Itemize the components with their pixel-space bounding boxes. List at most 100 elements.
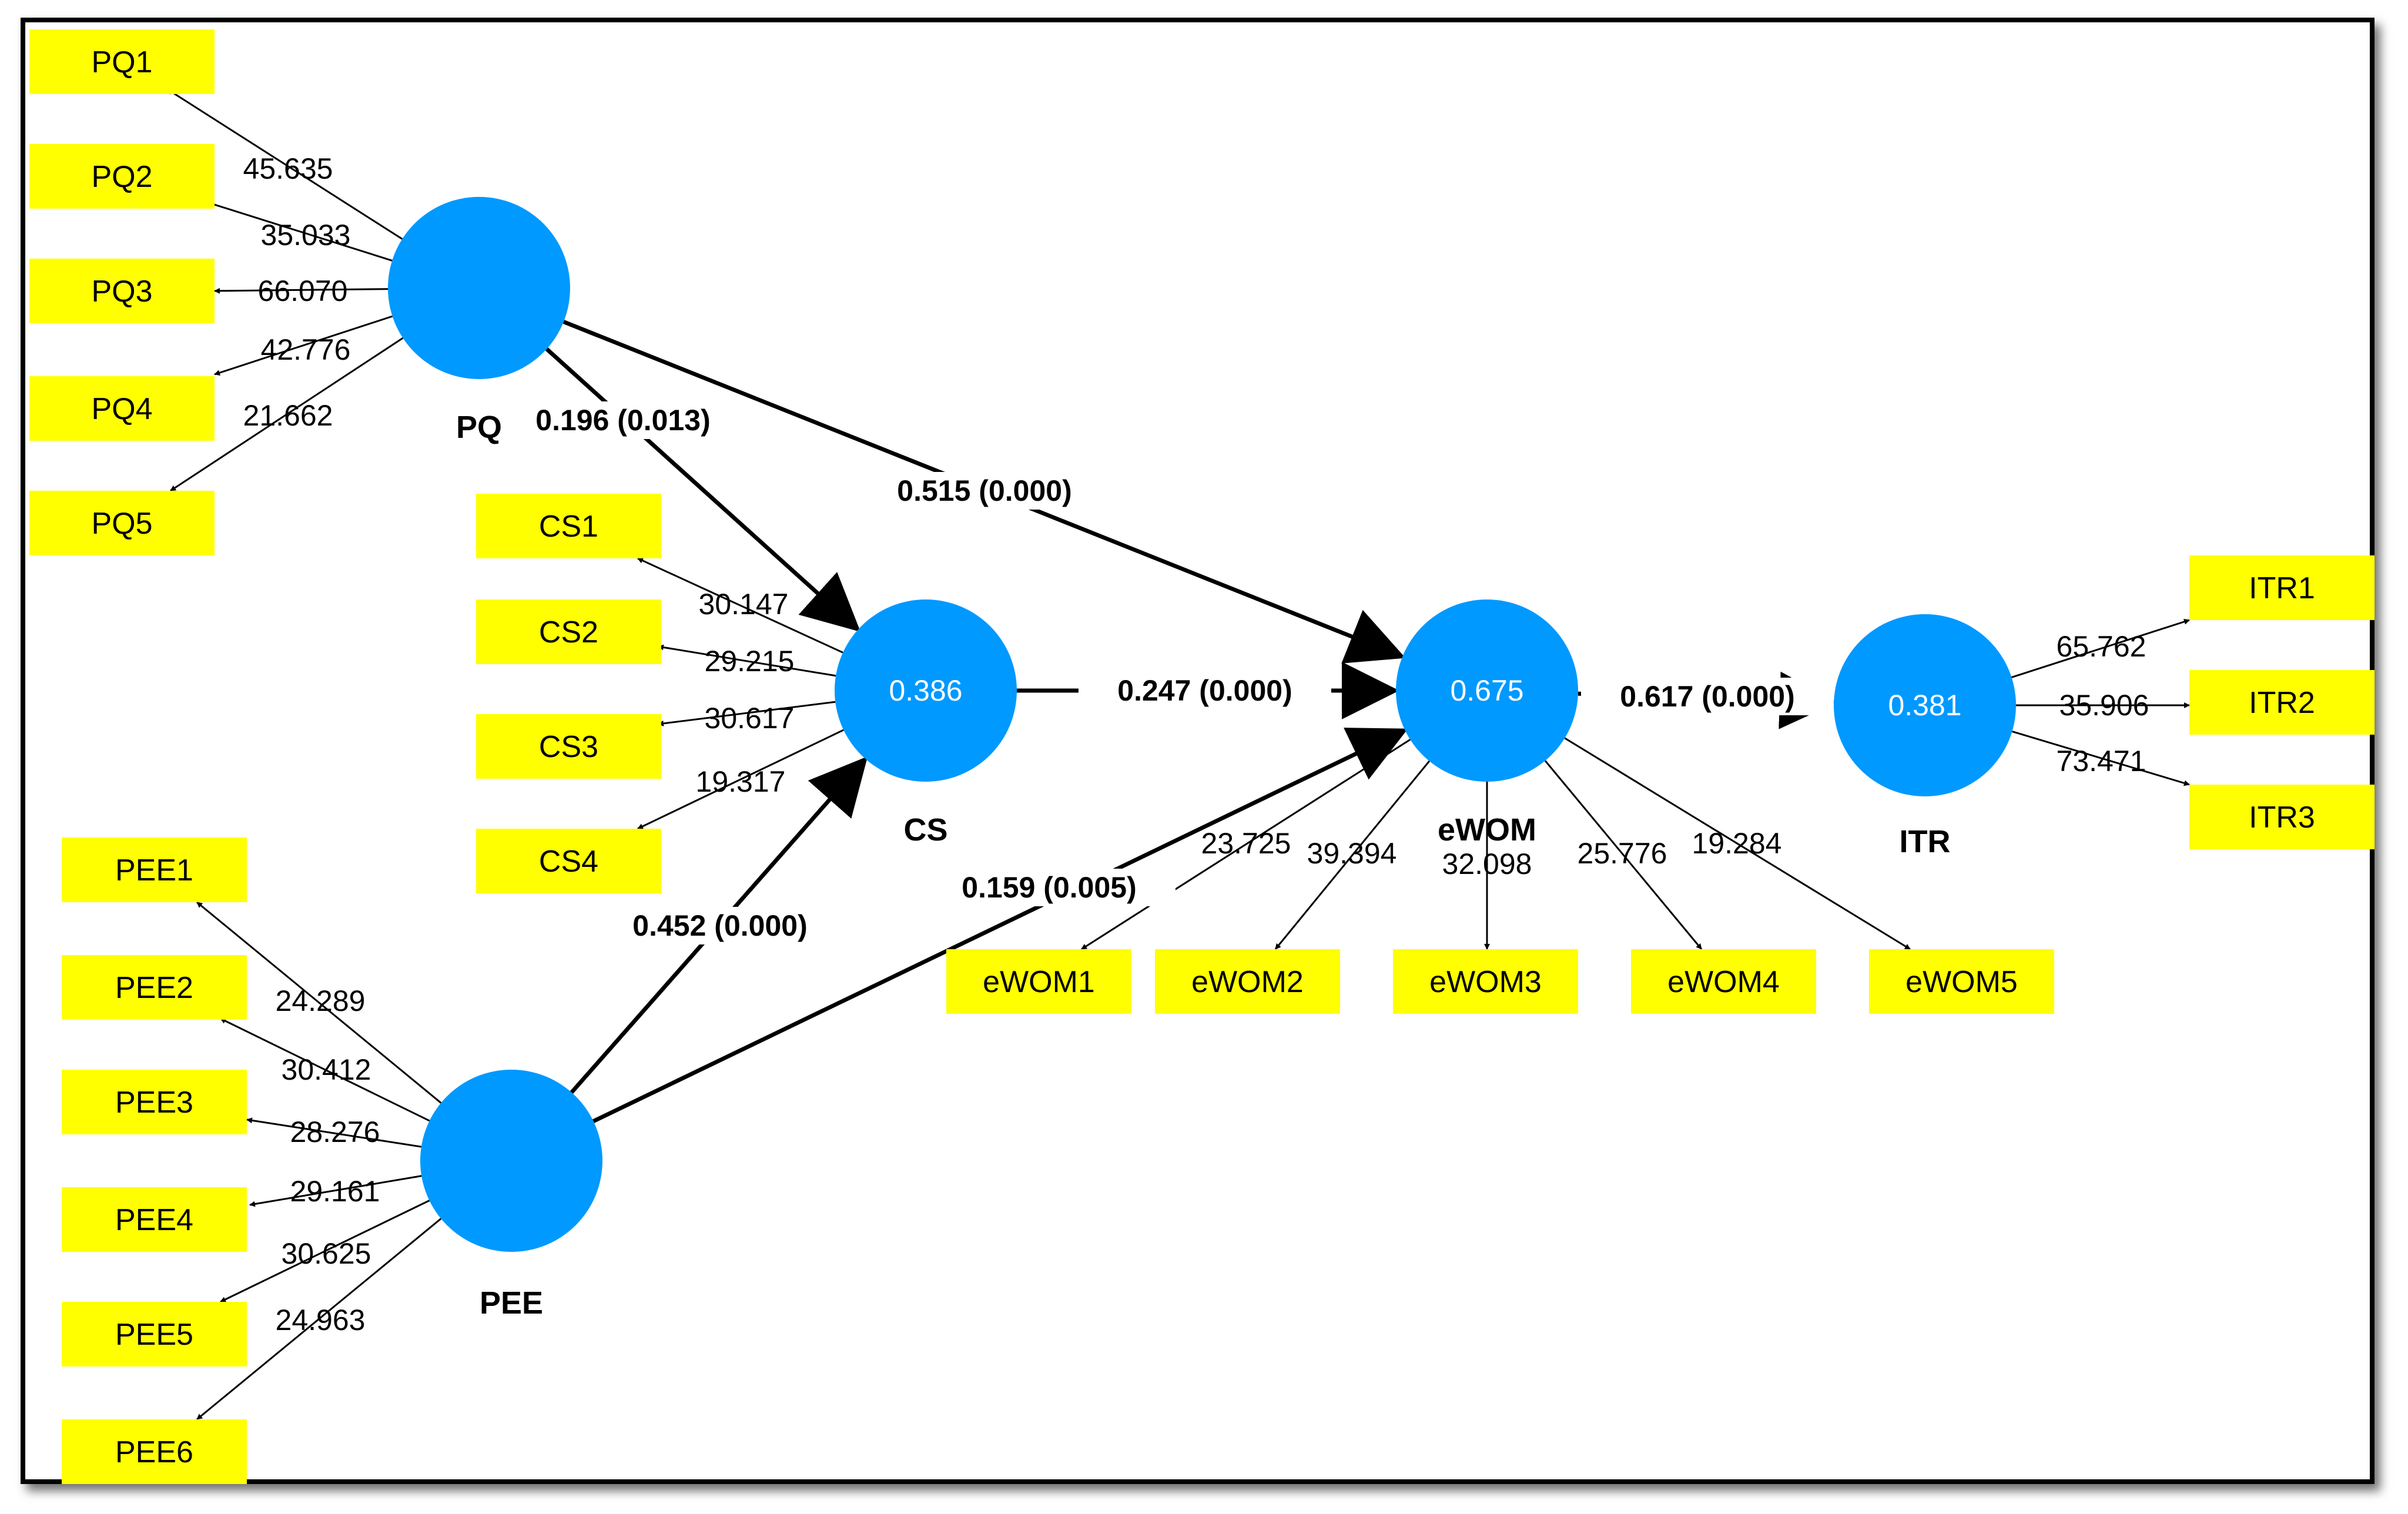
loading-value-CS3: 30.617 [705, 702, 795, 735]
loading-value-PEE1: 24.289 [276, 984, 366, 1017]
loading-arrow-PEE2 [220, 1017, 430, 1122]
indicator-label-PQ3: PQ3 [91, 274, 152, 309]
loading-value-ITR2: 35.906 [2059, 689, 2149, 722]
loading-arrow-PQ5 [170, 337, 404, 492]
indicator-label-PEE6: PEE6 [115, 1435, 193, 1469]
indicator-box-PEE2[interactable] [62, 955, 247, 1020]
loading-value-PQ1: 45.635 [243, 152, 333, 185]
indicator-box-PQ2[interactable] [29, 144, 215, 209]
loading-value-PEE3: 28.276 [290, 1116, 380, 1148]
loading-value-ITR3: 73.471 [2057, 745, 2146, 778]
construct-circle-PQ[interactable] [388, 197, 570, 379]
loading-value-PQ5: 21.662 [243, 399, 333, 432]
indicator-label-PEE5: PEE5 [115, 1318, 193, 1352]
loading-arrow-CS2 [658, 644, 836, 677]
loading-arrow-CS1 [637, 557, 843, 654]
indicator-box-CS2[interactable] [476, 599, 661, 664]
path-label-bg-PEE-eWOM [923, 869, 1175, 906]
loading-arrow-PEE4 [249, 1175, 422, 1207]
indicator-box-PEE3[interactable] [62, 1070, 247, 1134]
indicator-box-eWOM5[interactable] [1869, 949, 2054, 1014]
indicator-label-PEE4: PEE4 [115, 1203, 193, 1237]
construct-name-PQ: PQ [456, 410, 502, 445]
indicator-label-ITR1: ITR1 [2249, 571, 2315, 605]
indicator-box-PEE5[interactable] [62, 1302, 247, 1366]
loading-arrow-CS4 [637, 729, 844, 830]
loading-arrow-eWOM5 [1564, 737, 1911, 950]
r-squared-CS: 0.386 [889, 674, 962, 707]
indicator-label-PEE2: PEE2 [115, 971, 193, 1005]
indicator-box-ITR2[interactable] [2189, 670, 2374, 735]
indicator-box-eWOM1[interactable] [946, 949, 1131, 1014]
indicator-box-PQ4[interactable] [29, 376, 215, 441]
construct-circle-CS[interactable] [835, 599, 1017, 782]
indicator-label-PQ1: PQ1 [91, 45, 152, 79]
indicator-label-CS1: CS1 [539, 510, 598, 544]
loading-arrow-eWOM2 [1274, 761, 1431, 950]
path-label-bg-PEE-CS [594, 907, 846, 944]
indicator-box-eWOM3[interactable] [1393, 949, 1578, 1014]
indicator-label-eWOM5: eWOM5 [1905, 965, 2018, 999]
path-label-bg-PQ-CS [497, 401, 749, 439]
construct-name-eWOM: eWOM [1438, 812, 1536, 848]
loading-value-PQ2: 35.033 [261, 219, 351, 252]
indicator-box-ITR3[interactable] [2189, 785, 2374, 849]
indicator-box-PQ3[interactable] [29, 259, 215, 323]
path-coefficient-PEE-eWOM: 0.159 (0.005) [962, 871, 1136, 904]
construct-name-PEE: PEE [480, 1285, 543, 1321]
indicator-box-PEE6[interactable] [62, 1419, 247, 1484]
indicator-box-PQ1[interactable] [29, 29, 215, 94]
loading-value-PQ4: 42.776 [261, 333, 351, 366]
construct-circle-eWOM[interactable] [1396, 599, 1578, 782]
indicator-box-ITR1[interactable] [2189, 555, 2374, 620]
loading-value-eWOM4: 25.776 [1578, 837, 1667, 870]
loading-value-PEE4: 29.161 [290, 1175, 380, 1208]
indicator-box-CS4[interactable] [476, 829, 661, 893]
loading-arrow-PQ4 [214, 315, 393, 376]
indicator-box-PQ5[interactable] [29, 491, 215, 555]
loading-arrow-PEE3 [246, 1117, 422, 1148]
indicator-label-ITR3: ITR3 [2249, 800, 2315, 835]
indicator-box-PEE1[interactable] [62, 838, 247, 902]
loading-value-CS4: 19.317 [696, 765, 786, 798]
r-squared-ITR: 0.381 [1888, 689, 1961, 722]
path-arrow-PEE-eWOM [592, 728, 1408, 1123]
loading-value-PQ3: 66.070 [258, 274, 348, 307]
loading-value-ITR1: 65.762 [2057, 630, 2146, 663]
path-label-bg-CS-eWOM [1079, 672, 1331, 709]
loading-arrow-eWOM4 [1544, 760, 1703, 950]
r-squared-eWOM: 0.675 [1450, 674, 1523, 707]
construct-name-ITR: ITR [1900, 824, 1951, 859]
indicator-label-PQ5: PQ5 [91, 507, 152, 541]
loading-arrow-PQ1 [167, 88, 403, 240]
indicator-box-eWOM4[interactable] [1631, 949, 1816, 1014]
path-label-bg-PQ-eWOM [858, 472, 1111, 510]
path-coefficient-PQ-eWOM: 0.515 (0.000) [897, 474, 1071, 507]
loading-value-CS2: 29.215 [705, 645, 795, 678]
path-coefficient-eWOM-ITR: 0.617 (0.000) [1620, 680, 1794, 713]
loading-value-eWOM3: 32.098 [1442, 848, 1532, 880]
indicator-box-CS1[interactable] [476, 494, 661, 558]
loading-value-PEE6: 24.963 [276, 1304, 366, 1337]
path-coefficient-PQ-CS: 0.196 (0.013) [535, 404, 710, 437]
path-coefficient-CS-eWOM: 0.247 (0.000) [1117, 674, 1292, 707]
indicator-box-eWOM2[interactable] [1155, 949, 1340, 1014]
construct-circle-PEE[interactable] [420, 1070, 602, 1252]
indicator-label-eWOM1: eWOM1 [983, 965, 1095, 999]
indicator-box-CS3[interactable] [476, 714, 661, 779]
loading-value-eWOM2: 39.394 [1307, 837, 1397, 870]
loading-arrow-ITR1 [2011, 619, 2190, 678]
indicator-label-PQ4: PQ4 [91, 392, 152, 426]
loading-arrow-PEE6 [196, 1218, 442, 1421]
construct-name-CS: CS [903, 812, 947, 848]
loading-value-eWOM5: 19.284 [1692, 827, 1782, 860]
construct-circle-ITR[interactable] [1834, 614, 2016, 796]
loading-value-PEE5: 30.625 [282, 1237, 371, 1270]
loading-arrow-ITR3 [2012, 731, 2190, 786]
indicator-box-PEE4[interactable] [62, 1187, 247, 1252]
path-coefficient-PEE-CS: 0.452 (0.000) [632, 909, 807, 942]
indicator-label-eWOM4: eWOM4 [1667, 965, 1780, 999]
indicator-label-eWOM2: eWOM2 [1191, 965, 1304, 999]
indicator-label-CS2: CS2 [539, 615, 598, 649]
